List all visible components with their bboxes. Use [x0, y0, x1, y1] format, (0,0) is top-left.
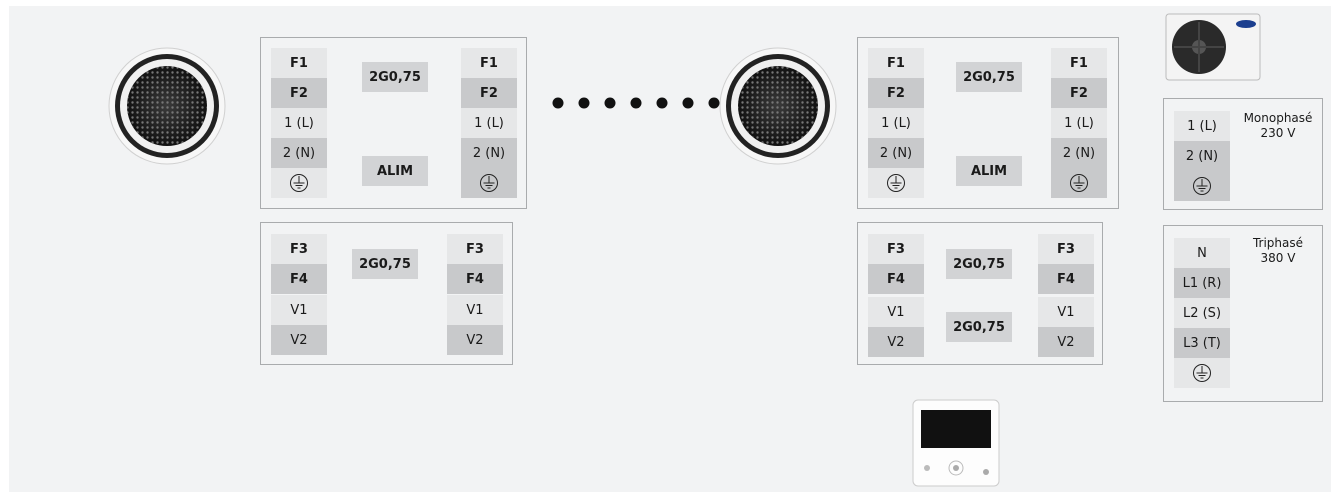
indoor-2-power-bus-block: F1 F2 1 (L) 2 (N) 2G0,75 ALIM F1 F2 1 (L…: [857, 37, 1119, 209]
outdoor-terminal-2n: 2 (N): [1174, 141, 1230, 171]
ground-icon: [290, 174, 308, 192]
terminal-2n-2: 2 (N): [868, 138, 924, 168]
terminal-ground-out: [461, 168, 517, 198]
power-label: ALIM: [362, 156, 428, 186]
terminal-f1: F1: [271, 48, 327, 78]
terminal-1l: 1 (L): [271, 108, 327, 138]
terminal-1l-2: 1 (L): [868, 108, 924, 138]
terminal-f2-out: F2: [461, 78, 517, 108]
terminal-1l-out: 1 (L): [461, 108, 517, 138]
terminal-1l-2-out: 1 (L): [1051, 108, 1107, 138]
terminal-2n-2-out: 2 (N): [1051, 138, 1107, 168]
outdoor-terminal-n: N: [1174, 238, 1230, 268]
ground-icon: [887, 174, 905, 192]
indoor-1-power-bus-block: F1 F2 1 (L) 2 (N) 2G0,75 ALIM F1 F2 1 (L…: [260, 37, 527, 209]
terminal-f4-out: F4: [447, 264, 503, 294]
outdoor-terminal-1l: 1 (L): [1174, 111, 1230, 141]
bus-cable-label-2: 2G0,75: [956, 62, 1022, 92]
terminal-2n: 2 (N): [271, 138, 327, 168]
terminal-v2-2: V2: [868, 327, 924, 357]
three-phase-label-name: Triphasé: [1252, 236, 1304, 250]
ground-icon: [1193, 364, 1211, 382]
outdoor-single-phase-block: 1 (L) 2 (N) Monophasé 230 V: [1163, 98, 1323, 210]
terminal-f2-2: F2: [868, 78, 924, 108]
comm-cable-label: 2G0,75: [352, 249, 418, 279]
power-label-2: ALIM: [956, 156, 1022, 186]
terminal-v2-out: V2: [447, 325, 503, 355]
outdoor-terminal-ground-3ph: [1174, 358, 1230, 388]
terminal-v1-2-out: V1: [1038, 297, 1094, 327]
terminal-f1-2-out: F1: [1051, 48, 1107, 78]
terminal-f3-2-out: F3: [1038, 234, 1094, 264]
outdoor-terminal-ground: [1174, 171, 1230, 201]
terminal-v1: V1: [271, 295, 327, 325]
outdoor-terminal-l2: L2 (S): [1174, 298, 1230, 328]
terminal-f4-2-out: F4: [1038, 264, 1094, 294]
terminal-f2: F2: [271, 78, 327, 108]
terminal-v2: V2: [271, 325, 327, 355]
outdoor-terminal-l1: L1 (R): [1174, 268, 1230, 298]
terminal-v2-2-out: V2: [1038, 327, 1094, 357]
single-phase-label: Monophasé 230 V: [1234, 111, 1322, 141]
terminal-f2-2-out: F2: [1051, 78, 1107, 108]
three-phase-label-voltage: 380 V: [1260, 251, 1296, 265]
bus-cable-label: 2G0,75: [362, 62, 428, 92]
terminal-ground: [271, 168, 327, 198]
terminal-f1-2: F1: [868, 48, 924, 78]
outdoor-terminal-l3: L3 (T): [1174, 328, 1230, 358]
ground-icon: [1193, 177, 1211, 195]
comm-cable-label-2: 2G0,75: [946, 249, 1012, 279]
terminal-ground-2-out: [1051, 168, 1107, 198]
terminal-f3-out: F3: [447, 234, 503, 264]
indoor-1-communication-block: F3 F4 V1 V2 2G0,75 F3 F4 V1 V2: [260, 222, 513, 365]
comm-cable-label-3: 2G0,75: [946, 312, 1012, 342]
ground-icon: [480, 174, 498, 192]
terminal-v1-2: V1: [868, 297, 924, 327]
terminal-f1-out: F1: [461, 48, 517, 78]
single-phase-label-voltage: 230 V: [1260, 126, 1296, 140]
terminal-f3: F3: [271, 234, 327, 264]
three-phase-label: Triphasé 380 V: [1234, 236, 1322, 266]
terminal-f3-2: F3: [868, 234, 924, 264]
terminal-f4: F4: [271, 264, 327, 294]
diagram-canvas: [9, 6, 1331, 492]
single-phase-label-name: Monophasé: [1243, 111, 1313, 125]
terminal-2n-out: 2 (N): [461, 138, 517, 168]
terminal-f4-2: F4: [868, 264, 924, 294]
ground-icon: [1070, 174, 1088, 192]
outdoor-three-phase-block: N L1 (R) L2 (S) L3 (T) Triphasé 380 V: [1163, 225, 1323, 402]
terminal-ground-2: [868, 168, 924, 198]
indoor-2-communication-block: F3 F4 V1 V2 2G0,75 2G0,75 F3 F4 V1 V2: [857, 222, 1103, 365]
terminal-v1-out: V1: [447, 295, 503, 325]
